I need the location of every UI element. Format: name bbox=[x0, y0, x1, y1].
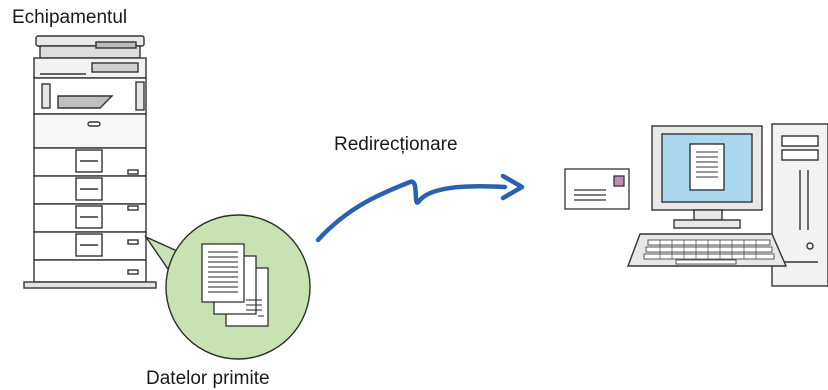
received-data-label: Datelor primite bbox=[146, 368, 270, 389]
document-stack-icon bbox=[201, 243, 269, 327]
envelope-icon bbox=[564, 168, 630, 210]
arrow-icon bbox=[315, 173, 525, 243]
desktop-computer-icon bbox=[626, 123, 828, 287]
device-label: Echipamentul bbox=[12, 7, 128, 28]
multifunction-printer-icon bbox=[23, 35, 157, 289]
forwarding-label: Redirecționare bbox=[334, 134, 458, 155]
